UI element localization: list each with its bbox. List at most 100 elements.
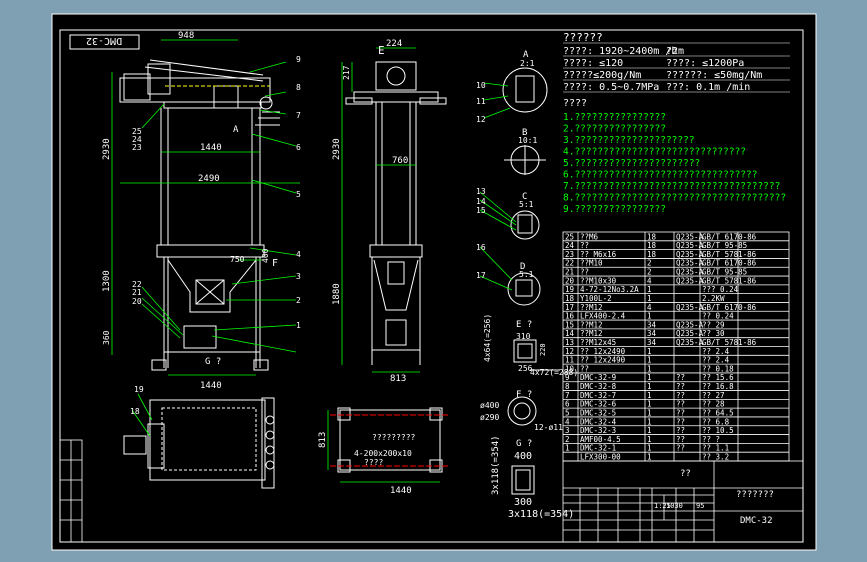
dim-4x64: 4x64(=256) bbox=[483, 314, 492, 362]
note-item: 4.?????????????????????????????? bbox=[563, 147, 746, 158]
bom-cell: 34 bbox=[647, 338, 657, 347]
balloon: 14 bbox=[476, 197, 486, 206]
bom-cell: ??M10x30 bbox=[580, 276, 617, 285]
plan-view bbox=[123, 393, 275, 489]
bom-cell: ?? 0.18 bbox=[702, 364, 734, 373]
bom-cell: 1 bbox=[565, 444, 570, 453]
balloon: 5 bbox=[296, 190, 301, 199]
bom-cell: GB/T 5781-86 bbox=[702, 250, 757, 259]
drawing-code-mirrored: DMC-32 bbox=[86, 35, 122, 46]
dim-400-g: 400 bbox=[514, 451, 532, 462]
balloon: 25 bbox=[132, 127, 142, 136]
bom-cell: DMC-32-7 bbox=[580, 391, 616, 400]
bom-cell: Q235-A bbox=[676, 329, 704, 338]
title-code: DMC-32 bbox=[740, 516, 773, 526]
f-dia2: ø290 bbox=[480, 413, 499, 422]
balloon: 11 bbox=[476, 97, 486, 106]
bom-cell: 12 bbox=[565, 347, 574, 356]
bom-cell: AMF00-4.5 bbox=[580, 435, 621, 444]
bom-cell: ?? bbox=[676, 417, 685, 426]
bom-cell: DMC-32-9 bbox=[580, 373, 616, 382]
bom-cell: 18 bbox=[647, 241, 657, 250]
dim-310: 310 bbox=[516, 332, 531, 341]
outer-border bbox=[51, 13, 817, 551]
bom-table-grid bbox=[562, 231, 790, 462]
bom-cell: ?? bbox=[580, 241, 589, 250]
bom-cell: 21 bbox=[565, 268, 574, 277]
balloon: 4 bbox=[296, 250, 301, 259]
plan-holes: 4-200x200x10 bbox=[354, 449, 412, 458]
dim-2930: 2930 bbox=[102, 138, 112, 160]
balloon: 7 bbox=[296, 111, 301, 120]
bom-cell: ?? 6.8 bbox=[702, 417, 730, 426]
bom-cell: 1 bbox=[647, 373, 652, 382]
bom-cell: ?? 30 bbox=[702, 329, 725, 338]
dim-948: 948 bbox=[178, 31, 194, 41]
dim-256: 256 bbox=[518, 364, 533, 373]
balloon: 13 bbox=[476, 187, 486, 196]
bom-cell: ??? 0.24 bbox=[702, 285, 739, 294]
bom-cell: 22 bbox=[565, 259, 574, 268]
spec-line: ????: ≤120 bbox=[563, 58, 623, 69]
bom-cell: 1 bbox=[647, 435, 652, 444]
section-g-label: G ? bbox=[516, 439, 532, 449]
dim-1440-b: 1440 bbox=[200, 381, 222, 391]
note-item: 8.????????????????????????????????????? bbox=[563, 193, 786, 204]
a-mark: A bbox=[233, 125, 239, 135]
bom-cell: ?? bbox=[676, 373, 685, 382]
bom-cell: DMC-32-3 bbox=[580, 426, 616, 435]
bom-cell: Q235-A bbox=[676, 276, 704, 285]
spec-line: ????: 0.5~0.7MPa bbox=[563, 82, 659, 93]
bom-cell: 20 bbox=[565, 276, 575, 285]
bom-cell: 10 bbox=[565, 364, 575, 373]
plan-title: ????????? bbox=[372, 433, 416, 442]
spec-line: ????: 1920~2400m /h bbox=[563, 46, 677, 57]
dim-217: 217 bbox=[342, 65, 351, 80]
foundation-plan bbox=[327, 407, 450, 483]
bom-cell: LFX300-00 bbox=[580, 453, 621, 462]
bom-cell: ?? bbox=[676, 382, 685, 391]
dim-4x72: 4x72(=288) bbox=[530, 368, 578, 377]
bom-cell: 25 bbox=[565, 232, 574, 241]
bom-cell: DMC-32-4 bbox=[580, 417, 617, 426]
bom-cell: Q235-A bbox=[676, 241, 704, 250]
detail-a-scale: 2:1 bbox=[520, 59, 535, 68]
balloon: 15 bbox=[476, 206, 486, 215]
code-box: DMC-32 bbox=[69, 34, 140, 50]
title-project: ??????? bbox=[736, 490, 774, 500]
bom-cell: ?? bbox=[580, 364, 589, 373]
bom-cell: ?? bbox=[676, 400, 685, 409]
bom-cell: 34 bbox=[647, 329, 657, 338]
bom-cell: 1 bbox=[647, 391, 652, 400]
bom-cell: ?? 3.2 bbox=[702, 453, 729, 462]
dim-3x118-a: 3x118(=354) bbox=[491, 435, 501, 495]
bom-cell: ?? ? bbox=[702, 435, 720, 444]
bom-cell: GB/T 5781-86 bbox=[702, 338, 757, 347]
bom-cell: ?? M6x16 bbox=[580, 250, 617, 259]
bom-cell: 23 bbox=[565, 250, 574, 259]
balloon: 21 bbox=[132, 288, 142, 297]
bom-cell: ?? 12x2490 bbox=[580, 347, 626, 356]
bom-cell: ?? 2.4 bbox=[702, 347, 730, 356]
bom-cell: ?? bbox=[676, 426, 685, 435]
bom-cell: 1 bbox=[647, 356, 652, 365]
bom-cell: 6 bbox=[565, 400, 570, 409]
bom-cell: Q235-A bbox=[676, 232, 704, 241]
bom-cell: LFX400-2.4 bbox=[580, 312, 626, 321]
balloon: 24 bbox=[132, 135, 142, 144]
view-label-e: E bbox=[378, 44, 385, 57]
bom-cell: GB/T 6170-86 bbox=[702, 232, 757, 241]
bom-cell: 1 bbox=[647, 382, 652, 391]
balloon: 12 bbox=[476, 115, 486, 124]
bom-cell: Q235-A bbox=[676, 320, 704, 329]
bom-cell: 2.2KW bbox=[702, 294, 725, 303]
bom-cell: 11 bbox=[565, 356, 574, 365]
dim-360: 360 bbox=[102, 330, 111, 345]
bom-cell: 18 bbox=[647, 250, 657, 259]
bom-cell: ?? 15.6 bbox=[702, 373, 734, 382]
note-item: 2.???????????????? bbox=[563, 124, 666, 135]
frame-border bbox=[59, 29, 804, 543]
balloon: 19 bbox=[134, 385, 144, 394]
bom-cell: GB/T 5781-86 bbox=[702, 276, 757, 285]
bom-cell: 8 bbox=[565, 382, 570, 391]
